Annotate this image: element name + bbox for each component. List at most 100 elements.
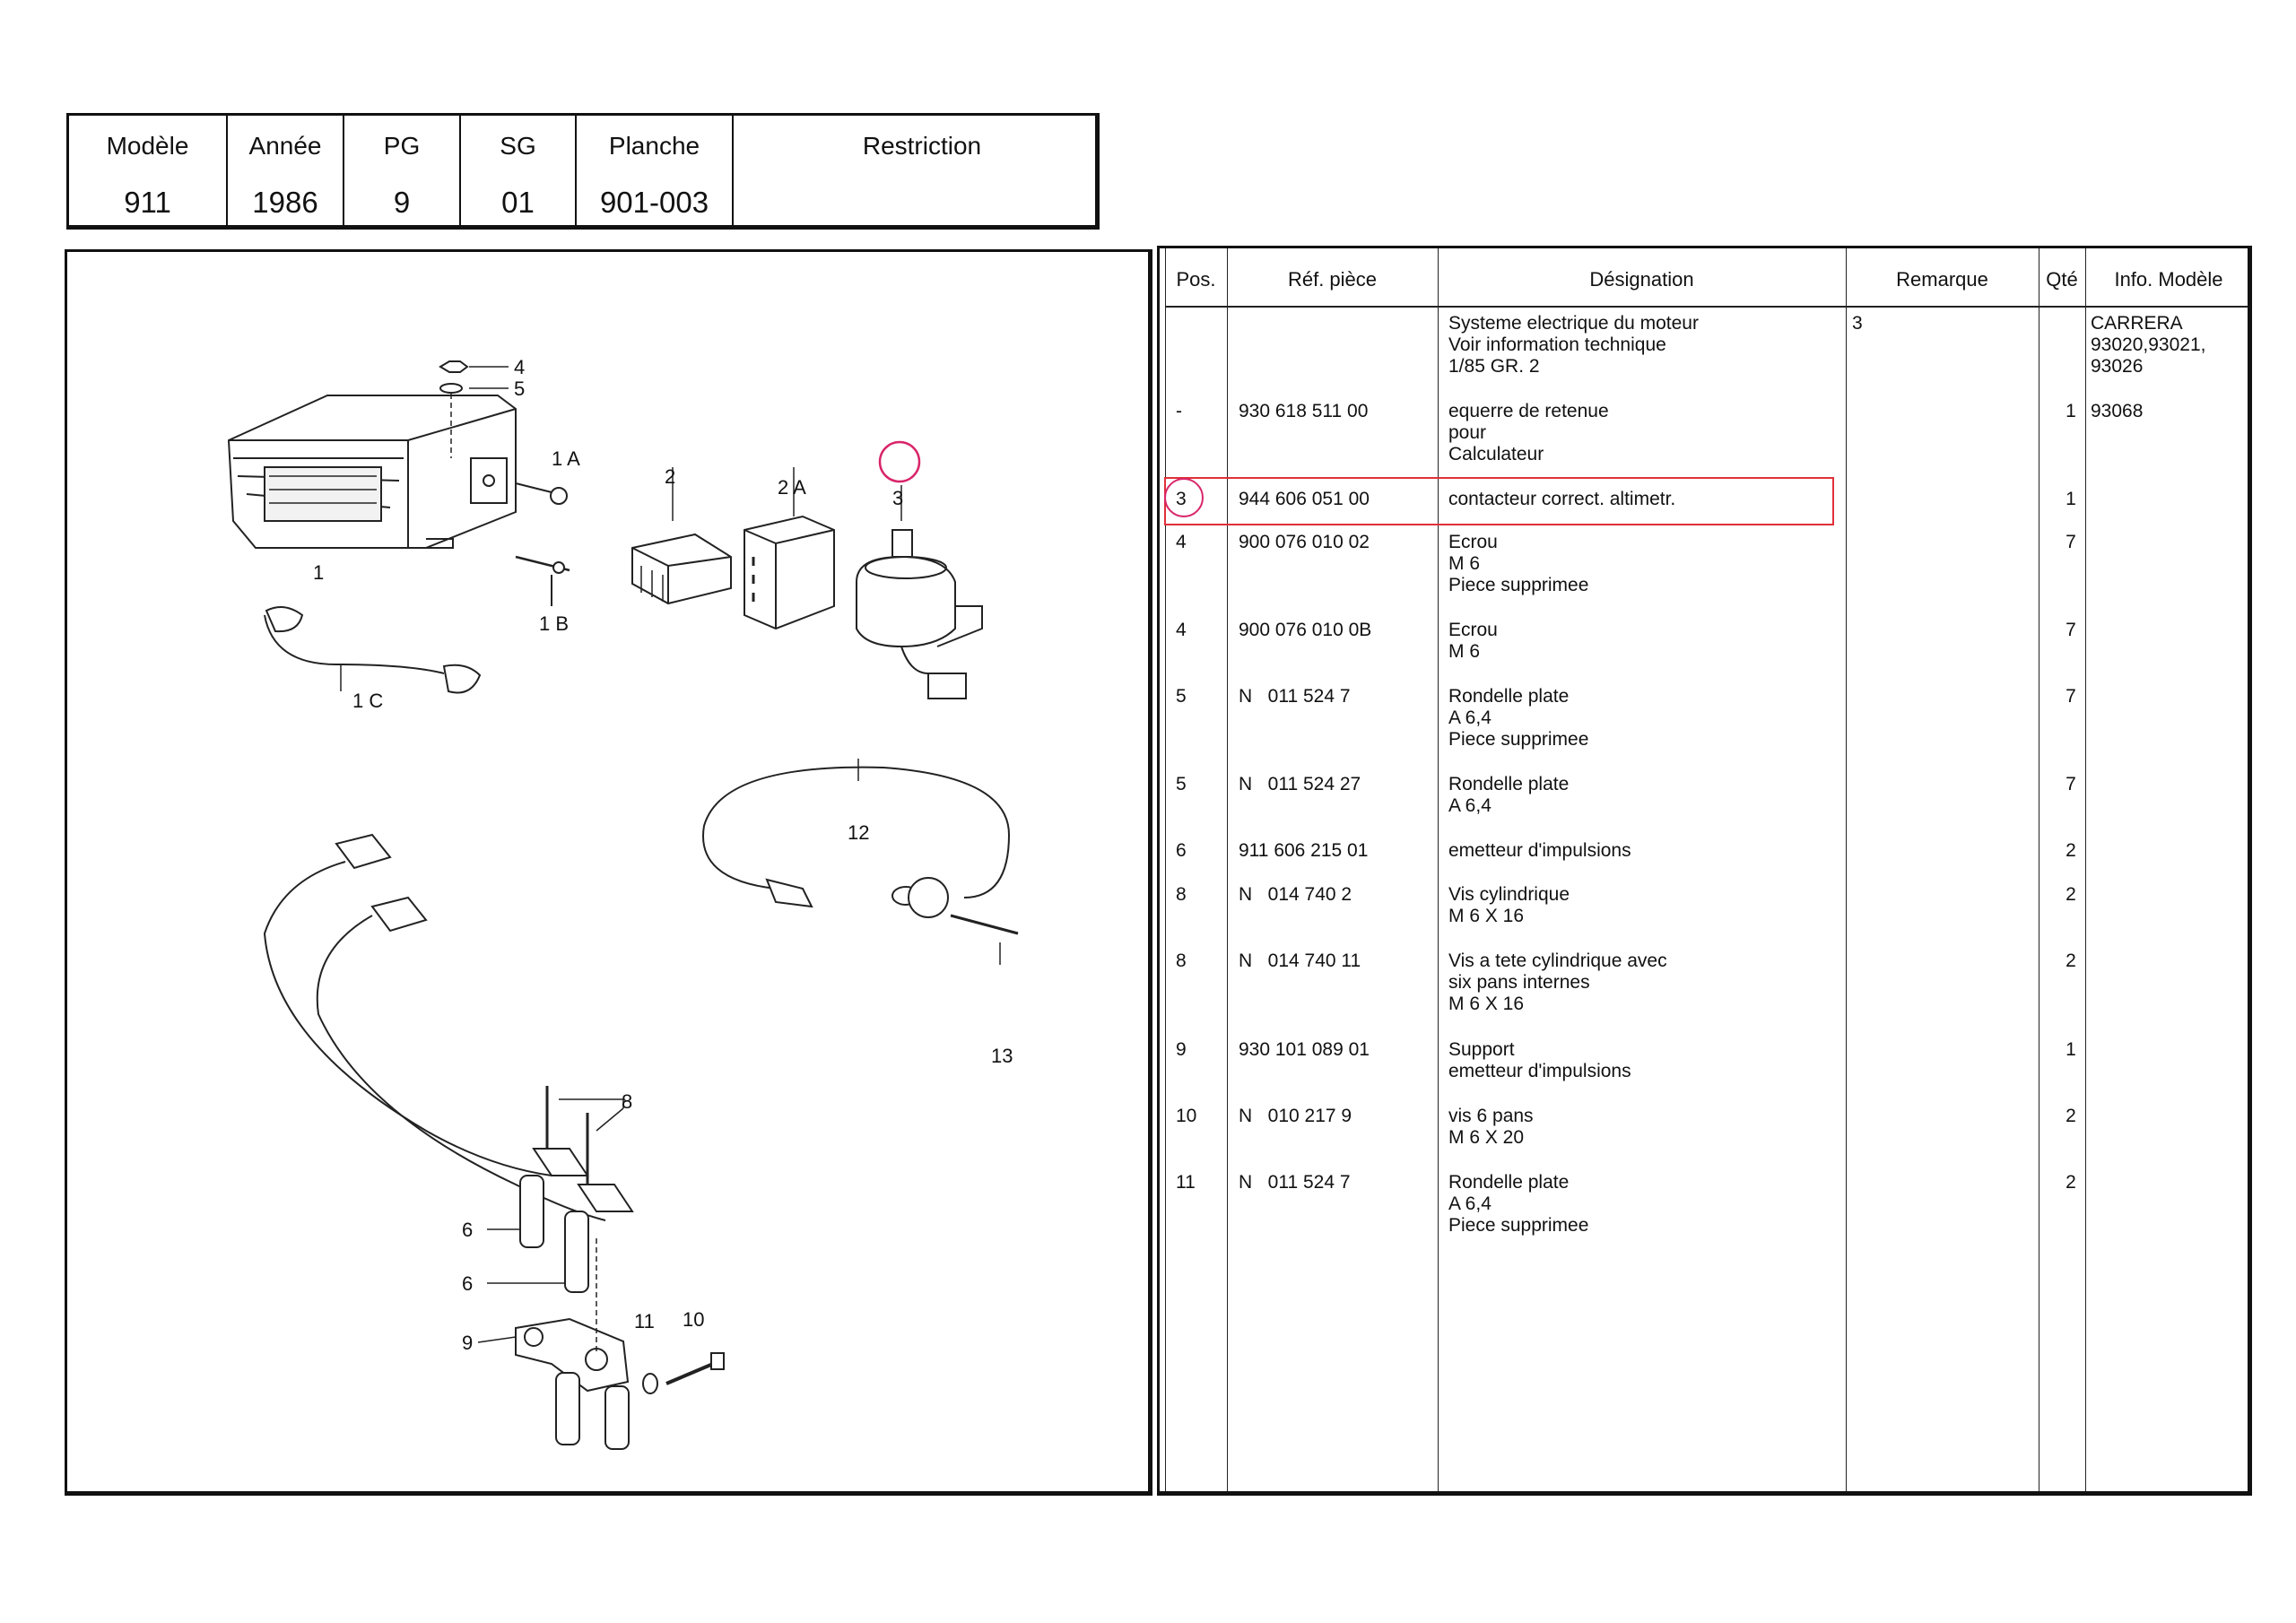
cell-ref: N 011 524 27	[1239, 774, 1361, 794]
header-label: Année	[248, 132, 322, 160]
cell-pos: 5	[1176, 774, 1187, 794]
header-divider	[1165, 306, 2248, 308]
callout-1a: 1 A	[552, 447, 580, 470]
cell-qte: 1	[2066, 401, 2076, 421]
exploded-parts-diagram: 4 5 1 A 1 1 B 2 2 A 3 1 C 12 13 8 6 6 9 …	[65, 249, 1152, 1496]
cable-12-drawing	[702, 759, 1019, 965]
highlight-circle	[1164, 478, 1204, 517]
cell-designation-line: Piece supprimee	[1448, 575, 1589, 595]
cell-designation-line: M 6 X 20	[1448, 1127, 1525, 1148]
cell-designation-line: Systeme electrique du moteur	[1448, 313, 1699, 334]
header-col-restriction: Restriction	[734, 116, 1097, 225]
cell-designation-line: Vis cylindrique	[1448, 884, 1570, 905]
diagram-drawing: 4 5 1 A 1 1 B 2 2 A 3 1 C 12 13 8 6 6 9 …	[227, 356, 1019, 1450]
cell-ref: 911 606 215 01	[1239, 840, 1369, 861]
cell-ref: N 014 740 11	[1239, 950, 1361, 971]
callout-1: 1	[313, 561, 324, 584]
header-label: Modèle	[106, 132, 189, 160]
callout-2: 2	[665, 465, 675, 488]
altimetric-switch-3-drawing	[856, 440, 983, 699]
cell-ref: 930 618 511 00	[1239, 401, 1369, 421]
column-divider	[1165, 248, 1166, 1491]
callout-8: 8	[622, 1090, 632, 1113]
header-value: 1986	[252, 186, 318, 219]
callout-10: 10	[683, 1308, 704, 1331]
cell-designation-line: M 6 X 16	[1448, 906, 1525, 926]
header-value: 01	[501, 186, 535, 219]
relay-2a-drawing	[744, 467, 835, 630]
column-header-qte: Qté	[2046, 268, 2078, 291]
cell-designation-line: Rondelle plate	[1448, 686, 1570, 707]
cell-designation-line: A 6,4	[1448, 1193, 1492, 1214]
cell-pos: 4	[1176, 532, 1187, 552]
cell-designation-line: Ecrou	[1448, 532, 1498, 552]
callout-2a: 2 A	[778, 476, 806, 499]
header-col-pg: PG 9	[344, 116, 461, 225]
cell-designation-line: M 6	[1448, 553, 1481, 574]
cell-designation-line: emetteur d'impulsions	[1448, 840, 1631, 861]
column-header-pos: Pos.	[1176, 268, 1216, 291]
header-value: 911	[124, 186, 171, 219]
cell-qte: 2	[2066, 884, 2076, 905]
cell-ref: N 010 217 9	[1239, 1106, 1352, 1126]
highlight-box	[1164, 477, 1834, 525]
cell-qte: 2	[2066, 840, 2076, 861]
cell-designation-line: equerre de retenue	[1448, 401, 1609, 421]
header-table: Modèle 911 Année 1986 PG 9 SG 01 Planche…	[66, 113, 1100, 230]
cell-ref: 930 101 089 01	[1239, 1039, 1370, 1060]
cell-designation-line: six pans internes	[1448, 972, 1590, 993]
header-label: Restriction	[862, 132, 982, 160]
cell-designation-line: 1/85 GR. 2	[1448, 356, 1540, 377]
cell-designation-line: pour	[1448, 422, 1487, 443]
cell-designation-line: vis 6 pans	[1448, 1106, 1534, 1126]
cell-pos: 9	[1176, 1039, 1187, 1060]
cell-qte: 7	[2066, 620, 2076, 640]
column-header-info: Info. Modèle	[2114, 268, 2223, 291]
callout-12: 12	[848, 821, 869, 844]
callout-5: 5	[514, 378, 525, 400]
cell-info-line: CARRERA	[2091, 313, 2183, 334]
cell-designation-line: M 6 X 16	[1448, 994, 1525, 1014]
cell-qte: 7	[2066, 774, 2076, 794]
cell-designation-line: emetteur d'impulsions	[1448, 1061, 1631, 1081]
cell-designation: emetteur d'impulsions	[1448, 840, 1631, 862]
callout-1b: 1 B	[539, 612, 569, 635]
cell-pos: 4	[1176, 620, 1187, 640]
callout-6: 6	[462, 1219, 473, 1241]
cell-remarque: 3	[1852, 313, 1863, 334]
cell-designation-line: Piece supprimee	[1448, 729, 1589, 750]
cell-designation-line: Support	[1448, 1039, 1515, 1060]
cell-designation-line: M 6	[1448, 641, 1481, 662]
cell-designation-line: A 6,4	[1448, 707, 1492, 728]
column-divider	[1438, 248, 1439, 1491]
header-col-sg: SG 01	[461, 116, 577, 225]
cell-designation-line: Rondelle plate	[1448, 774, 1570, 794]
header-label: PG	[383, 132, 421, 160]
cell-pos: 11	[1176, 1172, 1196, 1193]
column-header-ref: Réf. pièce	[1287, 268, 1378, 291]
cell-info-line: 93020,93021,	[2091, 334, 2206, 355]
cell-pos: -	[1176, 401, 1182, 421]
header-col-annee: Année 1986	[228, 116, 344, 225]
cell-ref: N 014 740 2	[1239, 884, 1352, 905]
cell-designation-line: Ecrou	[1448, 620, 1498, 640]
cell-info-line: 93068	[2091, 401, 2144, 421]
cell-qte: 7	[2066, 532, 2076, 552]
cell-designation-line: Piece supprimee	[1448, 1215, 1589, 1236]
cell-designation-line: Calculateur	[1448, 444, 1544, 464]
cell-qte: 1	[2066, 489, 2076, 509]
cell-info-line: 93026	[2091, 356, 2144, 377]
ecu-unit-drawing	[227, 360, 570, 606]
header-col-modele: Modèle 911	[69, 116, 228, 225]
cell-pos: 6	[1176, 840, 1187, 861]
cell-ref: 944 606 051 00	[1239, 489, 1370, 509]
cell-ref: N 011 524 7	[1239, 686, 1351, 707]
